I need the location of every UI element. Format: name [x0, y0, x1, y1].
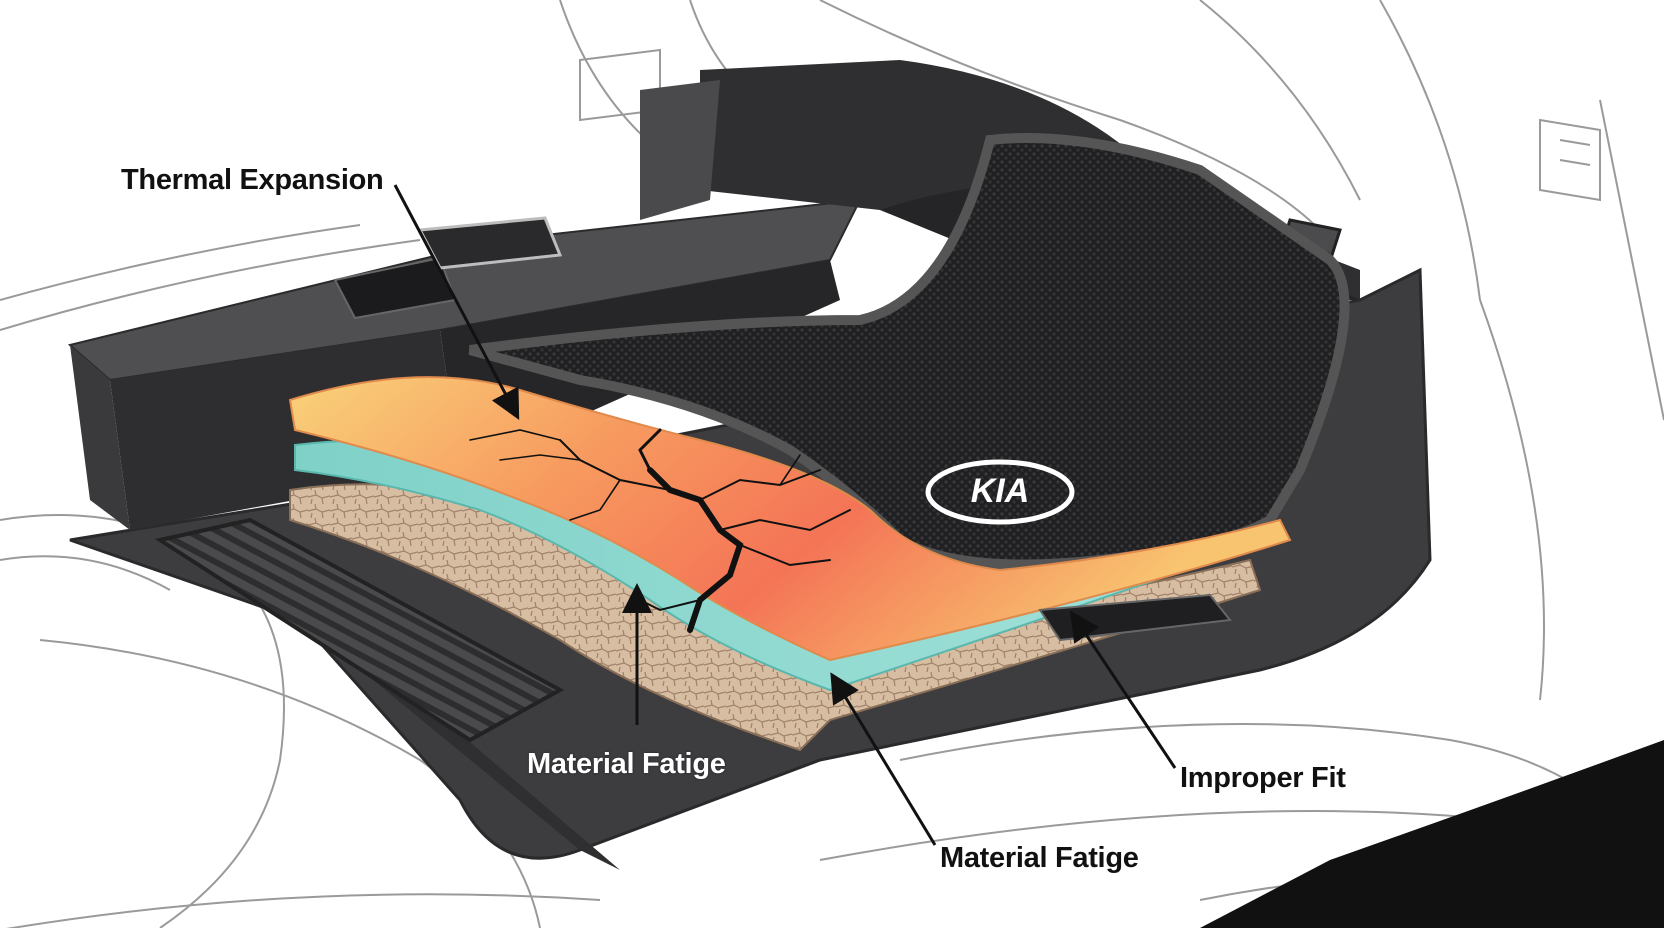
arrow-material-fatigue-bottom: [830, 672, 937, 846]
left-rubber-mat: [154, 517, 565, 743]
arrow-thermal-expansion: [393, 184, 520, 420]
label-improper-fit: Improper Fit: [1180, 762, 1346, 794]
label-thermal-expansion: Thermal Expansion: [121, 164, 384, 196]
cracks: [469, 428, 851, 633]
kia-logo: [925, 459, 1075, 525]
door-sill-shadow: [1200, 740, 1664, 928]
kia-logo-text: KIA: [971, 472, 1030, 510]
callout-arrows: [393, 184, 1177, 846]
label-material-fatigue-bottom: Material Fatige: [940, 842, 1139, 874]
heat-layer: [288, 376, 1292, 662]
layer-stack: [288, 376, 1292, 752]
arrow-improper-fit: [1070, 610, 1177, 769]
label-material-fatigue-left: Material Fatige: [527, 748, 726, 780]
